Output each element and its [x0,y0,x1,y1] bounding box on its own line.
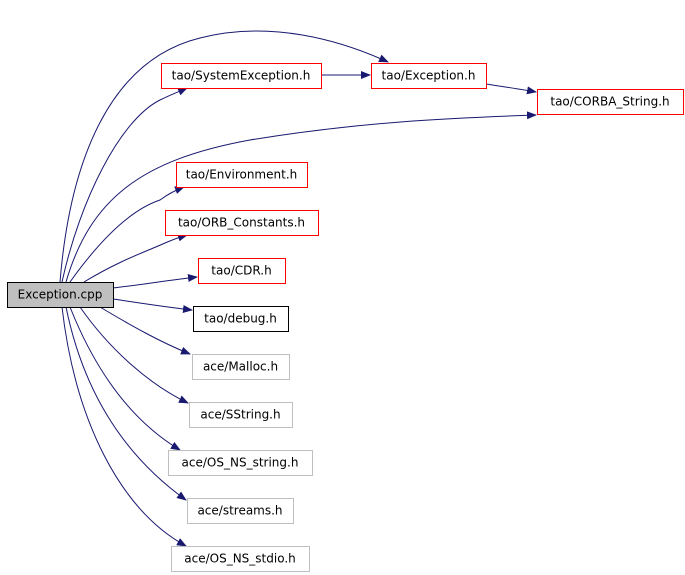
node-streams[interactable]: ace/streams.h [187,498,294,524]
node-exception-cpp-box [7,282,114,308]
edge-root-env [69,186,185,283]
node-sysexc[interactable]: tao/SystemException.h [161,63,322,89]
node-orb-label: tao/ORB_Constants.h [178,216,305,230]
node-orb[interactable]: tao/ORB_Constants.h [165,210,319,236]
node-osstring[interactable]: ace/OS_NS_string.h [168,450,313,476]
node-streams-box [187,498,294,524]
node-osstring-label: ace/OS_NS_string.h [182,456,299,470]
edge-root-osstring [69,306,181,451]
edge-root-corba [65,111,537,283]
node-cdr-label: tao/CDR.h [211,264,271,278]
edge-root-streams [65,306,187,501]
node-exc-label: tao/Exception.h [382,69,476,83]
edge-root-debug [112,298,193,313]
node-sstring[interactable]: ace/SString.h [189,402,293,428]
node-malloc-box [192,354,290,380]
node-exception-cpp[interactable]: Exception.cpp [7,282,114,308]
node-exc-box [371,63,487,89]
node-corba[interactable]: tao/CORBA_String.h [537,89,684,115]
node-malloc-label: ace/Malloc.h [203,360,278,374]
node-sysexc-label: tao/SystemException.h [172,69,311,83]
edge-root-exc [59,30,389,283]
node-sstring-label: ace/SString.h [200,408,280,422]
edge-root-orb [83,233,188,283]
node-debug[interactable]: tao/debug.h [193,306,289,332]
node-cdr-box [198,258,286,284]
node-osstdio-box [171,546,310,572]
edge-root-sysexc [61,87,188,283]
node-osstdio-label: ace/OS_NS_stdio.h [184,552,296,566]
edge-exc-corba [485,83,537,95]
node-debug-label: tao/debug.h [204,312,277,326]
node-corba-box [537,89,684,115]
node-corba-label: tao/CORBA_String.h [550,95,669,109]
node-exc[interactable]: tao/Exception.h [371,63,487,89]
node-sstring-box [189,402,293,428]
node-env[interactable]: tao/Environment.h [176,162,308,188]
node-osstring-box [168,450,313,476]
node-malloc[interactable]: ace/Malloc.h [192,354,290,380]
node-debug-box [193,306,289,332]
node-osstdio[interactable]: ace/OS_NS_stdio.h [171,546,310,572]
node-env-label: tao/Environment.h [186,168,298,182]
node-orb-box [165,210,319,236]
node-env-box [176,162,308,188]
edge-root-osstdio [61,306,187,547]
node-streams-label: ace/streams.h [197,504,282,518]
edge-root-sstring [79,306,189,404]
node-exception-cpp-label: Exception.cpp [18,288,103,302]
edge-root-malloc [99,306,191,355]
node-cdr[interactable]: tao/CDR.h [198,258,286,284]
edge-root-cdr [112,274,198,289]
node-sysexc-box [161,63,322,89]
